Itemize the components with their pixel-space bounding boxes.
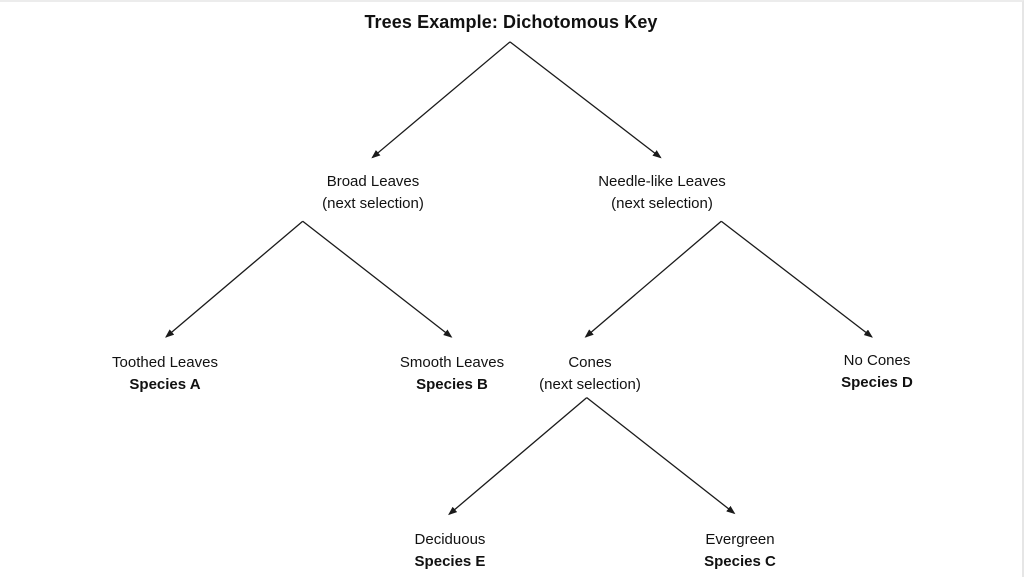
- node-smooth-leaves-species-b-line-2: Species B: [416, 376, 488, 393]
- node-broad-leaves: Broad Leaves (next selection): [322, 171, 424, 215]
- arrow-edge-1: [371, 41, 511, 159]
- node-cones-line-2: (next selection): [539, 376, 641, 393]
- node-deciduous-species-e-line-2: Species E: [414, 553, 486, 570]
- node-no-cones-species-d-line-2: Species D: [841, 374, 913, 391]
- node-broad-leaves-line-1: Broad Leaves: [326, 173, 420, 190]
- arrow-edge-7: [448, 397, 588, 516]
- arrow-edge-2: [509, 41, 662, 159]
- node-evergreen-species-c-line-2: Species C: [704, 553, 776, 570]
- node-deciduous-species-e-line-1: Deciduous: [414, 531, 486, 548]
- diagram-title: Trees Example: Dichotomous Key: [364, 12, 658, 32]
- node-needle-like-leaves-line-2: (next selection): [611, 195, 713, 212]
- node-evergreen-species-c-line-1: Evergreen: [705, 531, 775, 548]
- node-toothed-leaves-species-a-line-1: Toothed Leaves: [112, 354, 218, 371]
- node-cones: Cones (next selection): [539, 352, 641, 396]
- arrow-edge-8: [586, 397, 736, 515]
- node-cones-line-1: Cones: [568, 354, 612, 371]
- node-smooth-leaves-species-b-line-1: Smooth Leaves: [399, 354, 505, 371]
- arrow-edge-6: [720, 220, 873, 338]
- node-broad-leaves-line-2: (next selection): [322, 195, 424, 212]
- arrow-edge-4: [302, 220, 453, 338]
- arrow-edge-5: [584, 220, 722, 338]
- node-needle-like-leaves-line-1: Needle-like Leaves: [598, 173, 726, 190]
- node-needle-like-leaves: Needle-like Leaves (next selection): [598, 171, 726, 215]
- arrow-edges: [165, 41, 873, 516]
- node-no-cones-species-d-line-1: No Cones: [843, 352, 911, 369]
- node-toothed-leaves-species-a-line-2: Species A: [129, 376, 201, 393]
- arrow-edge-3: [165, 220, 304, 338]
